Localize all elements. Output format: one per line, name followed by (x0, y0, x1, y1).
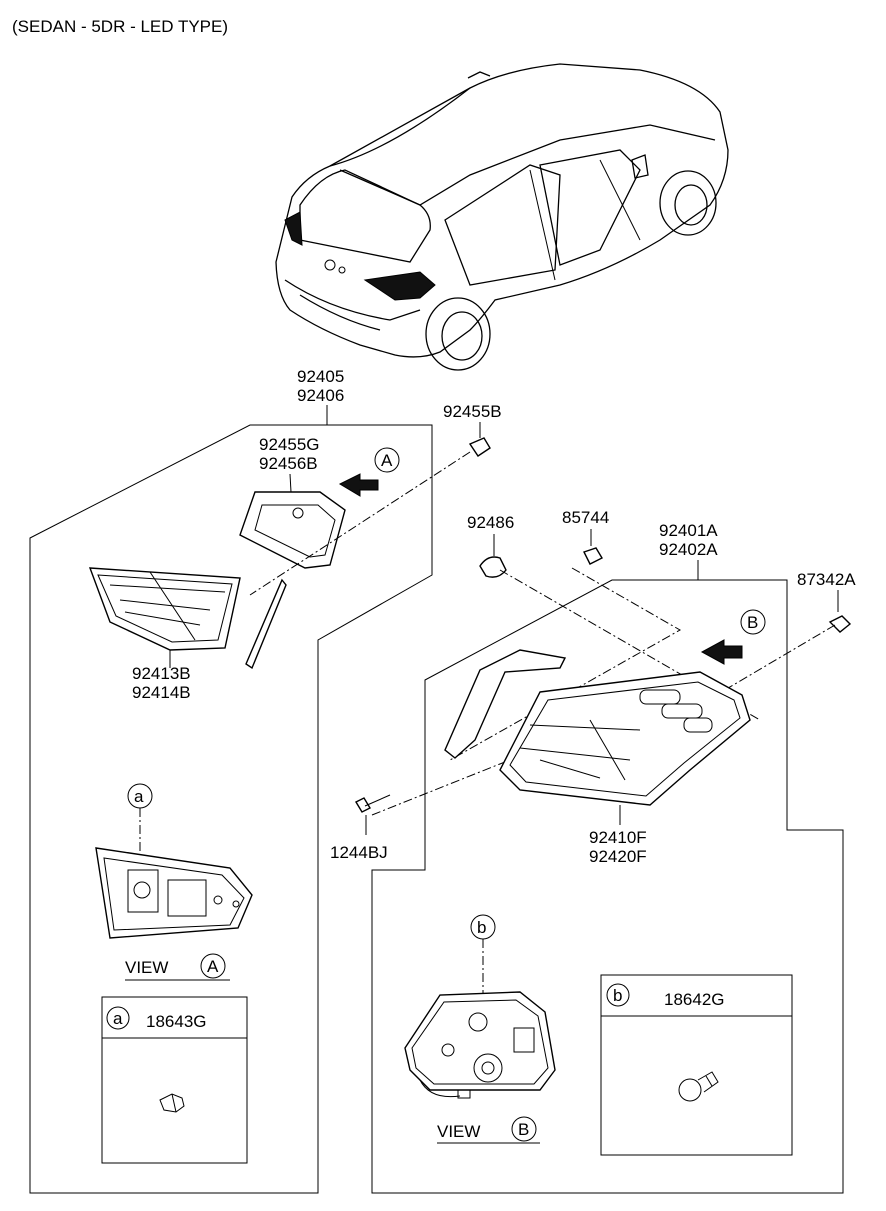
bulb-box-b: b 18642G (600, 974, 793, 1156)
label-92410F: 92410F (589, 828, 647, 847)
car-illustration (275, 63, 729, 371)
bulb-a-part: 18643G (146, 1012, 207, 1031)
view-b-lamp (404, 991, 556, 1099)
marker-b-letter: b (477, 918, 486, 937)
view-b-letter: B (518, 1120, 529, 1139)
bulb-b-marker: b (613, 986, 622, 1005)
left-group: 92405 92406 92455G 92456B A 9241 (29, 367, 471, 1194)
label-92455G: 92455G (259, 435, 320, 454)
view-a-lamp (95, 847, 253, 939)
screw-87342A (828, 615, 852, 633)
label-87342A: 87342A (797, 570, 856, 589)
label-85744: 85744 (562, 508, 609, 527)
arrow-a-letter: A (381, 451, 393, 470)
bulb-box-a: a 18643G (101, 996, 248, 1164)
bulb-b-part: 18642G (664, 990, 725, 1009)
label-92420F: 92420F (589, 847, 647, 866)
label-92414B: 92414B (132, 683, 191, 702)
view-a-circle (200, 953, 226, 979)
right-group: 92455B 92486 85744 92401A 92402A 87342A … (330, 402, 856, 1194)
screw-1244BJ (355, 794, 391, 813)
label-92405: 92405 (297, 367, 344, 386)
clip-92455B (468, 437, 491, 457)
seal-strip (245, 578, 287, 670)
label-92406: 92406 (297, 386, 344, 405)
grommet-92486 (479, 556, 507, 578)
label-92486: 92486 (467, 513, 514, 532)
arrow-a-circle (374, 447, 400, 473)
label-1244BJ: 1244BJ (330, 843, 388, 862)
clip-85744 (583, 547, 603, 565)
inner-lamp-92413B (88, 567, 241, 651)
view-b-label: VIEW (437, 1122, 480, 1141)
label-92401A: 92401A (659, 521, 718, 540)
label-92413B: 92413B (132, 664, 191, 683)
outer-lamp-92410F (499, 671, 751, 806)
gasket-92455G (239, 491, 346, 569)
marker-a-letter: a (134, 787, 144, 806)
view-a-letter: A (207, 957, 219, 976)
view-a-arrow (338, 473, 379, 497)
arrow-b-letter: B (747, 613, 758, 632)
label-92455B: 92455B (443, 402, 502, 421)
view-a-label: VIEW (125, 958, 168, 977)
housing-bracket (444, 649, 567, 759)
diagram-title: (SEDAN - 5DR - LED TYPE) (12, 17, 228, 36)
label-92402A: 92402A (659, 540, 718, 559)
label-92456B: 92456B (259, 454, 318, 473)
bulb-a-icon (159, 1093, 185, 1113)
bulb-a-marker: a (113, 1009, 123, 1028)
view-b-circle (511, 1116, 537, 1142)
view-b-arrow (700, 639, 743, 665)
bulb-b-icon (678, 1071, 719, 1102)
arrow-b-circle (740, 609, 766, 635)
